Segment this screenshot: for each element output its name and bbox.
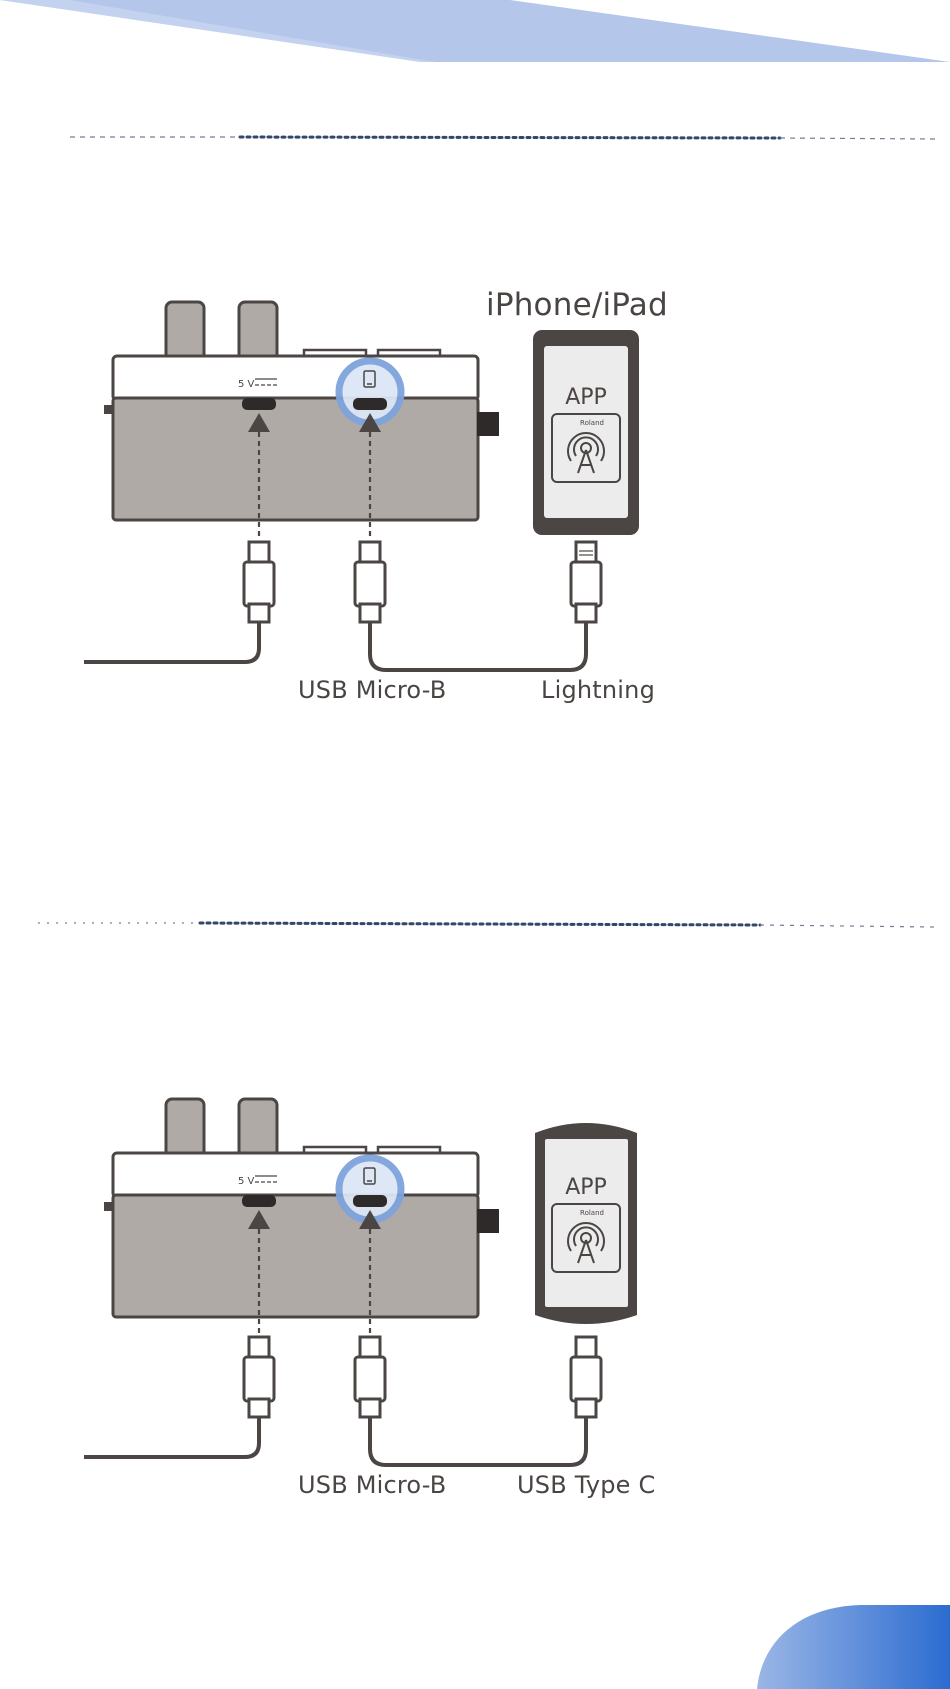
- cable-label-micro-b-2: USB Micro-B: [298, 1471, 446, 1499]
- device-title: iPhone/iPad: [486, 287, 668, 323]
- connector-power: [244, 1337, 274, 1417]
- corner-tab: [757, 1605, 950, 1689]
- connector-micro-b: [355, 542, 385, 622]
- usb-cable: [370, 1417, 586, 1465]
- cable-label-usb-c: USB Type C: [517, 1471, 655, 1499]
- app-brand: Roland: [580, 1209, 604, 1217]
- connector-lightning: [571, 542, 601, 622]
- power-port-label: 5 V: [238, 379, 255, 390]
- top-banner: [0, 0, 950, 62]
- divider-bottom: [38, 923, 935, 927]
- power-port-label: 5 V: [238, 1176, 255, 1187]
- knob-right: [239, 302, 277, 360]
- audio-device: [104, 1153, 499, 1317]
- app-label: APP: [565, 1175, 607, 1200]
- connector-power: [244, 542, 274, 622]
- diagram-android: 5 V APP Roland: [0, 1085, 950, 1505]
- knob-left: [166, 1099, 204, 1157]
- app-brand: Roland: [580, 419, 604, 427]
- cable-label-lightning: Lightning: [541, 676, 655, 704]
- knob-left: [166, 302, 204, 360]
- diagram-iphone: 5 V APP Roland: [0, 290, 950, 710]
- power-cable: [84, 622, 259, 662]
- power-cable: [84, 1417, 259, 1457]
- connector-usb-c: [571, 1337, 601, 1417]
- audio-device: [104, 356, 499, 520]
- power-port: [242, 398, 276, 410]
- usb-cable: [370, 622, 586, 670]
- usb-port: [353, 398, 387, 410]
- usb-port: [353, 1195, 387, 1207]
- connector-micro-b: [355, 1337, 385, 1417]
- power-port: [242, 1195, 276, 1207]
- cable-label-micro-b: USB Micro-B: [298, 676, 446, 704]
- divider-top: [70, 137, 935, 139]
- app-label: APP: [565, 385, 607, 410]
- knob-right: [239, 1099, 277, 1157]
